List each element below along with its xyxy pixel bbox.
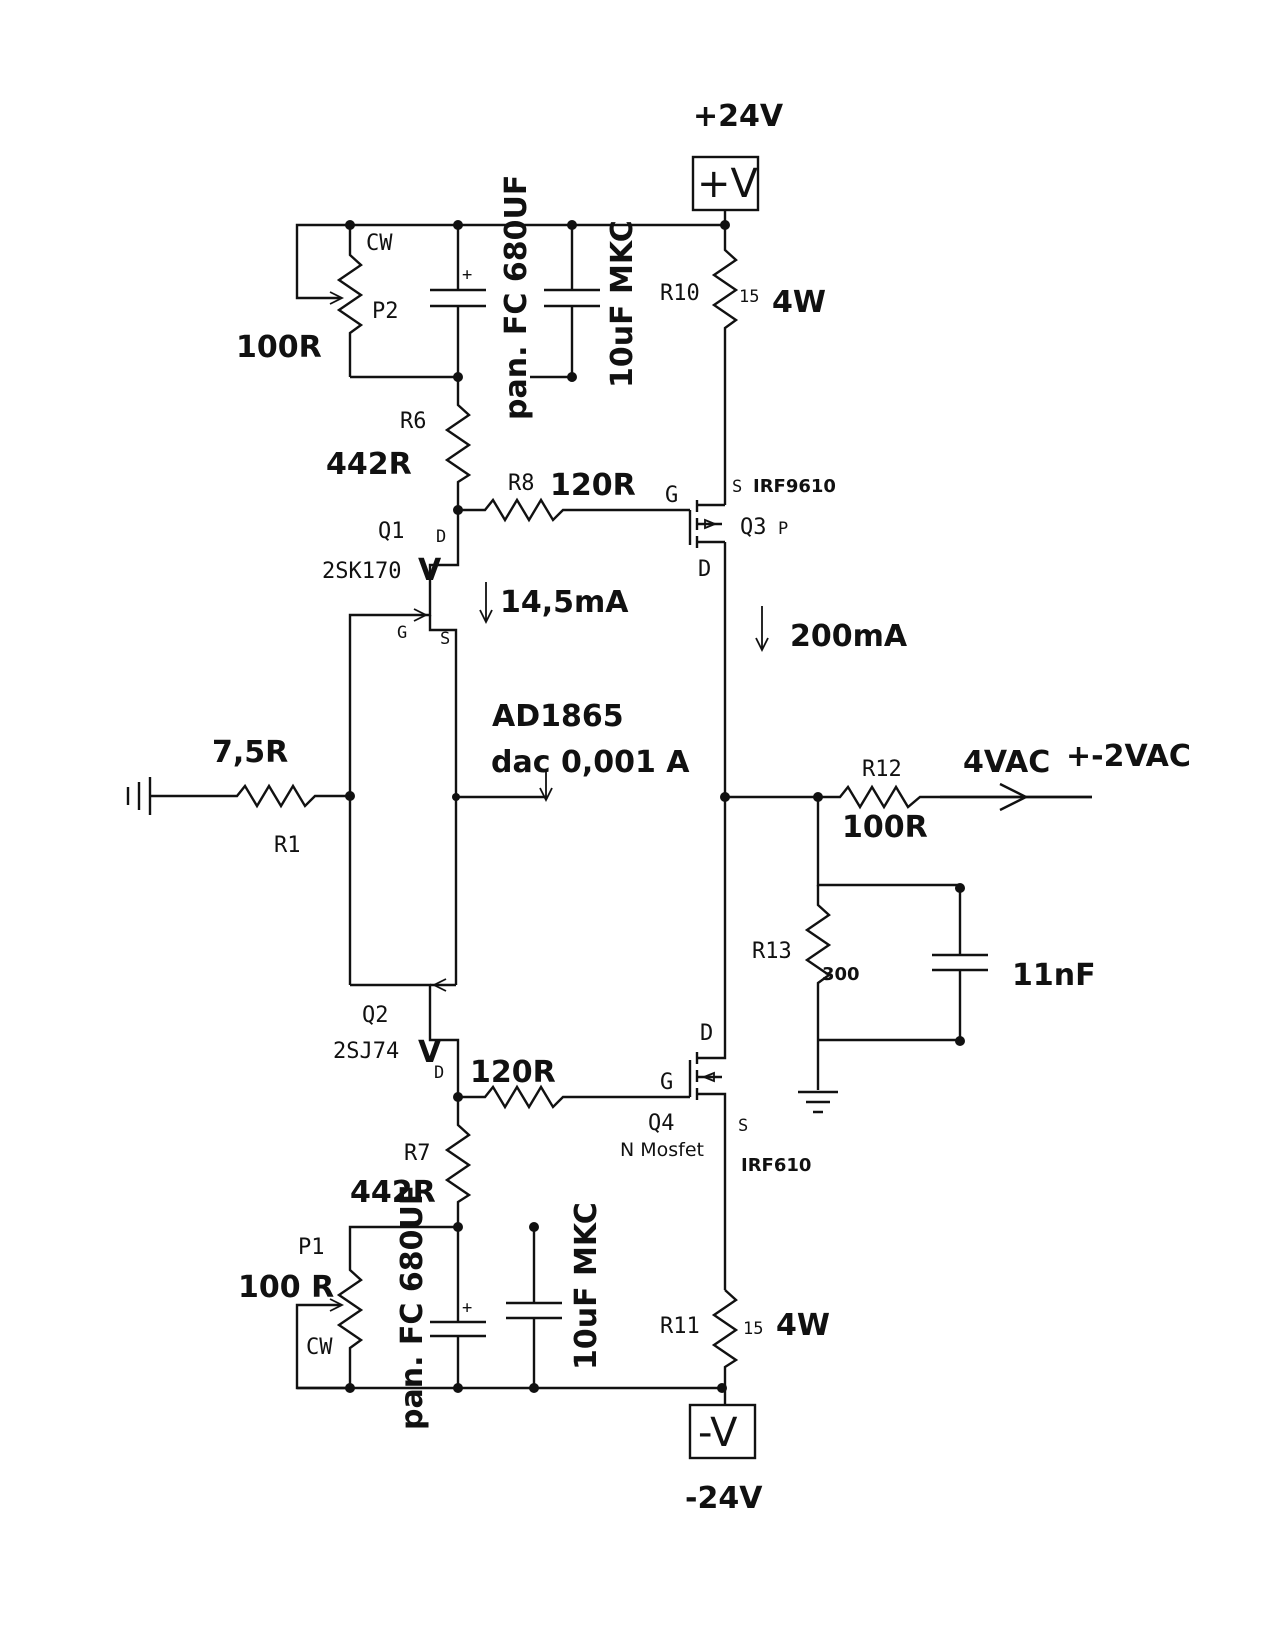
r7-label: R7 [404,1141,431,1166]
q4-gate-resistor [458,1084,690,1110]
q4-gate-label: G [660,1070,673,1095]
r10-label: R10 [660,281,700,306]
r10-resistor [711,225,739,505]
dac-name: AD1865 [492,699,624,734]
negative-supply-label: -V [698,1410,738,1456]
positive-supply-terminal: +V [691,155,760,212]
output-voltage: 4VAC [963,745,1050,780]
positive-rail-voltage: +24V [693,99,784,134]
positive-supply-label: +V [697,161,759,207]
jfet-current: 14,5mA [500,585,629,620]
r13-label: R13 [752,939,792,964]
bottom-cap1-value: pan. FC 680UF [395,1185,430,1430]
p2-label: P2 [372,299,399,324]
q2-part-number: 2SJ74 [333,1039,399,1064]
r11-label: R11 [660,1314,700,1339]
r8-resistor [458,497,690,523]
r8-label: R8 [508,471,535,496]
r8-value: 120R [550,468,636,503]
top-cap1-value: pan. FC 680UF [499,175,534,420]
p2-value: 100R [236,330,322,365]
junction-dot [717,1383,727,1393]
q3-p-mosfet [688,500,727,800]
r12-value: 100R [842,810,928,845]
r7-resistor [444,1097,472,1227]
r1-label: R1 [274,833,301,858]
q4-n-mosfet [688,800,727,1290]
q1-label: Q1 [378,519,405,544]
bottom-cap-polarity: + [462,1298,472,1318]
q3-type: P [778,519,788,539]
q2-v-mark: V [418,1035,442,1070]
q1-v-mark: V [418,553,442,588]
junction-dot [453,1383,463,1393]
r11-ohms: 15 [743,1319,763,1339]
top-rail-wire [350,210,727,227]
output-cap-value: 11nF [1012,958,1096,993]
bottom-film-capacitor [506,1227,562,1388]
q4-gate-resistor-value: 120R [470,1055,556,1090]
junction-dot [452,793,460,801]
r11-resistor [711,1289,739,1405]
r13-resistor [804,885,832,1090]
negative-supply-terminal: -V [688,1403,757,1460]
top-cap2-value: 10uF MKC [605,220,640,388]
r12-resistor [725,784,1092,810]
q4-drain-label: D [700,1021,713,1046]
r6-resistor [444,377,472,510]
bottom-electrolytic-capacitor: + [430,1227,486,1388]
r6-value: 442R [326,447,412,482]
output-ground-symbol [798,1090,838,1114]
q2-drain-label: D [434,1063,444,1083]
r11-power: 4W [776,1308,830,1343]
q3-part-number: IRF9610 [753,476,836,497]
dac-current-arrow [539,772,553,803]
input-ground-symbol [126,777,152,815]
dac-current: dac 0,001 A [491,745,690,780]
q3-label: Q3 [740,515,767,540]
r1-resistor [150,783,350,809]
jfet-current-arrow [479,582,493,625]
r1-value: 7,5R [212,735,288,770]
output-swing: +-2VAC [1066,739,1191,774]
q4-source-label: S [738,1116,748,1136]
r6-label: R6 [400,409,427,434]
p2-potentiometer [295,223,364,377]
junction-dot [345,791,355,801]
junction-dot [567,372,577,382]
negative-rail-voltage: -24V [685,1481,763,1516]
r10-ohms: 15 [739,287,759,307]
q3-drain-label: D [698,557,711,582]
p1-cw-label: CW [306,1335,333,1360]
mosfet-current-arrow [755,606,769,653]
q1-drain-label: D [436,527,446,547]
junction-dot [529,1383,539,1393]
r7-value: 442R [350,1175,436,1210]
top-cap-polarity: + [462,265,472,285]
q4-type: N Mosfet [620,1139,704,1161]
junction-dot [345,1383,355,1393]
r10-power: 4W [772,285,826,320]
q4-part-number: IRF610 [741,1155,811,1176]
q3-gate-label: G [665,483,678,508]
mosfet-current: 200mA [790,619,908,654]
top-film-capacitor [530,225,600,379]
q1-source-label: S [440,629,450,649]
r13-ohms: 300 [822,964,860,985]
q1-n-jfet [348,510,460,985]
q3-source-label: S [732,477,742,497]
bottom-cap2-value: 10uF MKC [569,1202,604,1370]
q1-part-number: 2SK170 [322,559,401,584]
q2-p-jfet [350,978,460,1097]
q1-gate-label: G [397,623,407,643]
top-electrolytic-capacitor: + [430,225,486,377]
output-filter-capacitor [932,888,988,1041]
p1-label: P1 [298,1235,325,1260]
q2-label: Q2 [362,1003,389,1028]
p2-cw-label: CW [366,231,393,256]
p1-value: 100 R [238,1270,334,1305]
r12-label: R12 [862,757,902,782]
q4-label: Q4 [648,1111,675,1136]
